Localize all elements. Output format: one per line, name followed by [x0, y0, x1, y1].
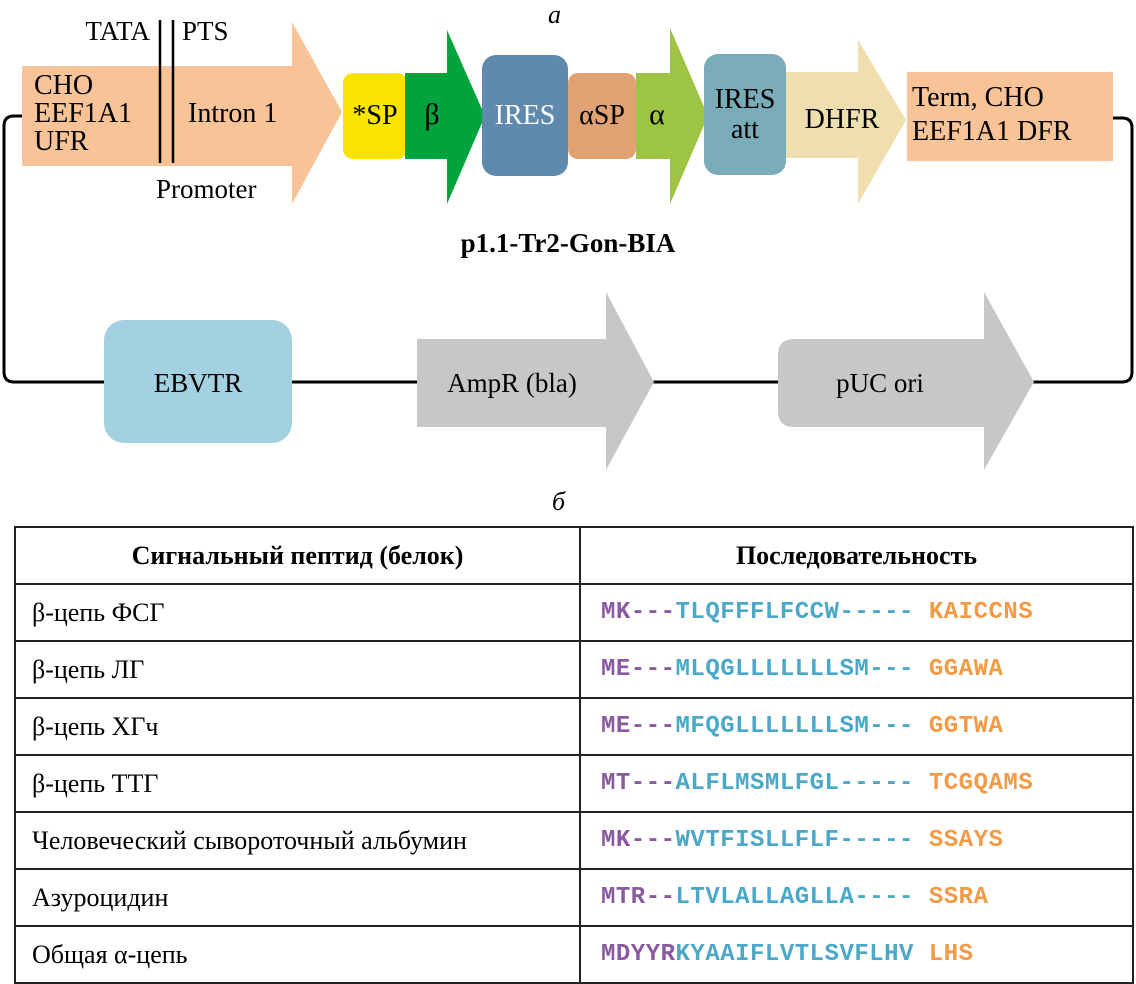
promoter-line-1: CHO: [34, 70, 93, 101]
table-header-row: Сигнальный пептид (белок) Последовательн…: [14, 526, 1134, 585]
puc-arrow: [778, 292, 1034, 470]
dhfr-arrow: [786, 40, 906, 204]
pts-label: PTS: [182, 16, 229, 46]
h-region: ALFLMSMLFGL-----: [675, 770, 914, 797]
n-region: MTR--: [601, 884, 676, 911]
h-region: TLQFFFLFCCW-----: [675, 599, 914, 626]
ires-label: IRES: [495, 100, 556, 131]
alpha-arrow: [636, 28, 708, 204]
ampr-arrow: [417, 292, 654, 470]
ires-att-block: [704, 54, 786, 175]
sp-label: *SP: [352, 100, 397, 131]
signal-peptide-table: Сигнальный пептид (белок) Последовательн…: [14, 526, 1134, 984]
ebvtr-label: EBVTR: [154, 368, 243, 398]
h-region: WVTFISLLFLF-----: [675, 827, 914, 854]
n-region: MK---: [601, 827, 676, 854]
sequence-cell: ME---MLQGLLLLLLLSM--- GGAWA: [579, 640, 1134, 699]
ires-block: [482, 55, 568, 176]
n-region: ME---: [601, 656, 676, 683]
alpha-sp-label: αSP: [579, 100, 625, 131]
beta-arrow: [405, 30, 485, 204]
c-region: SSAYS: [928, 827, 1004, 854]
panel-a-label: а: [548, 0, 561, 29]
beta-label: β: [424, 98, 439, 131]
protein-cell: Азуроцидин: [14, 868, 581, 927]
sp-block: [343, 73, 407, 159]
alpha-label: α: [649, 98, 665, 131]
sequence-cell: MK---WVTFISLLFLF----- SSAYS: [579, 811, 1134, 870]
promoter-line-2: EEF1A1: [34, 98, 132, 129]
ebvtr-block: [104, 320, 292, 443]
c-region: SSRA: [928, 884, 989, 911]
n-region: MK---: [601, 599, 676, 626]
c-region: TCGQAMS: [928, 770, 1034, 797]
c-region: GGAWA: [928, 656, 1004, 683]
plasmid-map: TATA PTS CHO EEF1A1 UFR Intron 1 Promote…: [2, 16, 1134, 470]
dhfr-label: DHFR: [805, 104, 880, 135]
plasmid-name: p1.1-Tr2-Gon-BIA: [460, 228, 676, 258]
n-region: ME---: [601, 713, 676, 740]
promoter-caption: Promoter: [156, 174, 257, 204]
c-region: KAICCNS: [928, 599, 1034, 626]
h-region: KYAAIFLVTLSVFLHV: [675, 941, 914, 968]
promoter-arrow: [22, 22, 342, 204]
header-sequence: Последовательность: [579, 526, 1134, 585]
term-block: [907, 72, 1113, 161]
sequence-cell: MTR--LTVLALLAGLLA---- SSRA: [579, 868, 1134, 927]
sequence-cell: MK---TLQFFFLFCCW----- KAICCNS: [579, 583, 1134, 642]
ampr-label: AmpR (bla): [447, 368, 577, 398]
header-protein: Сигнальный пептид (белок): [14, 526, 581, 585]
tata-label: TATA: [85, 16, 150, 46]
c-region: LHS: [928, 941, 974, 968]
ires-att-line-1: IRES: [715, 84, 776, 115]
h-region: MLQGLLLLLLLSM---: [675, 656, 914, 683]
n-region: MDYYR: [601, 941, 676, 968]
alpha-sp-block: [568, 73, 636, 159]
h-region: MFQGLLLLLLLSM---: [675, 713, 914, 740]
sequence-cell: MDYYRKYAAIFLVTLSVFLHV LHS: [579, 925, 1134, 984]
h-region: LTVLALLAGLLA----: [675, 884, 914, 911]
protein-cell: β-цепь ТТГ: [14, 754, 581, 813]
protein-cell: β-цепь ХГч: [14, 697, 581, 756]
panel-b-label: б: [552, 487, 566, 516]
protein-cell: Человеческий сывороточный альбумин: [14, 811, 581, 870]
ires-att-line-2: att: [731, 114, 759, 145]
n-region: MT---: [601, 770, 676, 797]
protein-cell: β-цепь ЛГ: [14, 640, 581, 699]
term-line-1: Term, CHO: [912, 82, 1044, 113]
protein-cell: Общая α-цепь: [14, 925, 581, 984]
intron-label: Intron 1: [188, 98, 277, 129]
puc-label: pUC ori: [836, 368, 924, 398]
sequence-cell: MT---ALFLMSMLFGL----- TCGQAMS: [579, 754, 1134, 813]
promoter-line-3: UFR: [34, 126, 89, 157]
protein-cell: β-цепь ФСГ: [14, 583, 581, 642]
term-line-2: EEF1A1 DFR: [912, 116, 1072, 147]
c-region: GGTWA: [928, 713, 1004, 740]
sequence-cell: ME---MFQGLLLLLLLSM--- GGTWA: [579, 697, 1134, 756]
